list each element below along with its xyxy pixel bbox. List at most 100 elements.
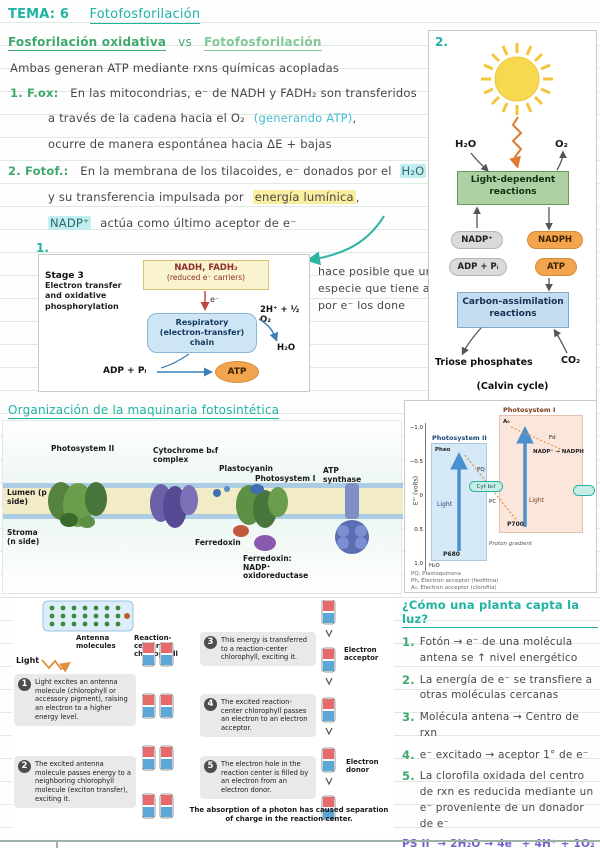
electron-label: e⁻ xyxy=(210,295,220,304)
stage-caption: Stage 3 Electron transfer and oxidative … xyxy=(45,271,139,312)
figure-light-reactions: 2. H₂O O₂ Light-dependent reactions NAD xyxy=(428,30,597,402)
electron-donor-label: Electron donor xyxy=(346,758,379,775)
stage-desc: Electron transfer and oxidative phosphor… xyxy=(45,281,122,311)
chlorophyll-array-icon xyxy=(42,600,134,632)
atp-pill: ATP xyxy=(535,258,577,276)
pc-label: PC xyxy=(489,499,497,505)
fox-text-1: En las mitocondrias, e⁻ de NADH y FADH₂ … xyxy=(70,86,417,100)
nadph-chain-label: NADP⁺ → NADPH xyxy=(533,449,584,455)
item-text: Molécula antena → Centro de rxn xyxy=(419,711,579,739)
light-label: Light xyxy=(16,656,40,665)
item-number: 2. xyxy=(402,672,415,687)
light-box-line-2: reactions xyxy=(489,186,537,197)
psi-label: Photosystem I xyxy=(255,474,316,483)
carbon-box-line-2: reactions xyxy=(489,308,537,319)
item-text: La clorofila oxidada del centro de rxn e… xyxy=(419,770,594,830)
p700-label: P700 xyxy=(507,521,524,528)
legend-item-1: PQ, Plastoquinona xyxy=(411,571,461,577)
list-item-1: 1. Fotón → e⁻ de una molécula antena se … xyxy=(402,635,598,667)
fotof-label: 2. Fotof.: xyxy=(8,164,69,178)
fotof-text-2b: energía lumínica xyxy=(252,190,356,204)
stroma-label: Stroma (n side) xyxy=(7,528,40,546)
legend-item-2: Ph, Electron acceptor (feofitina) xyxy=(411,578,499,584)
step-number-2: 2 xyxy=(18,760,31,773)
tick-2: 0 xyxy=(419,493,424,499)
note-line-fotof-1: 2. Fotof.: En la membrana de los tilacoi… xyxy=(8,164,427,178)
zscheme-psii-title: Photosystem II xyxy=(432,434,487,442)
lumen-label: Lumen (p side) xyxy=(7,488,47,506)
oxygen-label: 2H⁺ + ½ O₂ xyxy=(260,305,300,325)
calvin-label: (Calvin cycle) xyxy=(476,381,549,392)
figure-thylakoid-membrane: Photosystem II Cytochrome b₆f complex Pl… xyxy=(2,420,403,594)
side-note-line-3: por e⁻ los done xyxy=(318,299,406,312)
side-note-line-1: hace posible que una xyxy=(318,265,440,278)
chain-line-3: chain xyxy=(189,338,215,347)
adp-label: ADP + Pᵢ xyxy=(103,366,147,376)
note-line-fox-2: a través de la cadena hacia el O₂ (gener… xyxy=(48,111,356,125)
note-line-fox-1: 1. F.ox: En las mitocondrias, e⁻ de NADH… xyxy=(10,86,417,100)
note-line-fotof-2: y su transferencia impulsada por energía… xyxy=(48,190,360,204)
p680-label: P680 xyxy=(443,551,460,558)
water-splitting-equation: → 2H₂O → 4e⁻ + 4H⁺ + 1O₂ xyxy=(437,838,595,848)
fox-text-2b: (generando ATP) xyxy=(253,111,353,125)
section-light-capture: ¿Cómo una planta capta la luz? 1. Fotón … xyxy=(402,598,598,848)
zscheme-axis-label: E°′ (volts) xyxy=(412,475,420,506)
h2o-label: H₂O xyxy=(455,139,477,150)
fotof-text-2a: y su transferencia impulsada por xyxy=(48,190,244,204)
antenna-molecules-label: Antenna molecules xyxy=(76,634,116,651)
fotof-text-3b: actúa como último aceptor de e⁻ xyxy=(100,216,297,230)
zscheme-legend: PQ, Plastoquinona Ph, Electron acceptor … xyxy=(411,571,498,592)
bottom-rule xyxy=(0,840,600,842)
curved-teal-arrow xyxy=(306,215,385,266)
pq-label: PQ xyxy=(477,467,485,473)
zscheme-axis-line xyxy=(425,423,426,571)
list-item-3: 3. Molécula antena → Centro de rxn xyxy=(402,710,598,742)
nadp-pill: NADP⁺ xyxy=(451,231,503,249)
carbon-assimilation-box: Carbon-assimilation reactions xyxy=(457,292,569,328)
step-number-5: 5 xyxy=(204,760,217,773)
capture-heading: ¿Cómo una planta capta la luz? xyxy=(402,598,598,628)
note-line-fotof-3: NADP⁺ actúa como último aceptor de e⁻ xyxy=(48,216,296,230)
note-line-both: Ambas generan ATP mediante rxns químicas… xyxy=(10,61,340,75)
heading-photophosphorylation: Fotofosforilación xyxy=(203,35,322,51)
page-header: TEMA: 6 Fotofosforilación xyxy=(8,7,201,24)
ferredoxin-label: Ferredoxin xyxy=(195,538,241,547)
light-ray-arrow xyxy=(509,116,523,169)
fotof-text-3a: NADP⁺ xyxy=(48,216,92,230)
step-box-3: 3 This energy is transferred to a reacti… xyxy=(200,632,316,667)
chlorophyll-energy-icons-left xyxy=(142,642,174,819)
light-box-line-1: Light-dependent xyxy=(470,175,556,185)
topic-number: TEMA: 6 xyxy=(8,7,70,22)
psii-label: Photosystem II xyxy=(51,444,115,453)
light-reactions-box: Light-dependent reactions xyxy=(457,171,569,205)
chain-line-2: (electron-transfer) xyxy=(159,328,245,337)
cytb6f-annotation-pill: Cyt b₆f xyxy=(469,481,503,492)
heading-oxidative: Fosforilación oxidativa xyxy=(8,35,167,51)
item-text: Fotón → e⁻ de una molécula antena se ↑ n… xyxy=(419,636,578,664)
item-text: La energía de e⁻ se transfiere a otras m… xyxy=(419,673,593,702)
carbon-box-line-1: Carbon-assimilation xyxy=(462,297,564,307)
light-label-psi: Light xyxy=(529,497,544,504)
cytb6f-label: Cytochrome b₆f complex xyxy=(153,446,219,464)
list-item-5: 5. La clorofila oxidada del centro de rx… xyxy=(402,769,598,832)
tick-3: 0.5 xyxy=(414,527,423,533)
page-title: Fotofosforilación xyxy=(89,7,201,24)
atp-badge: ATP xyxy=(215,361,259,383)
bottom-rule-tick xyxy=(56,840,58,848)
membrane-graphic xyxy=(3,482,403,554)
legend-item-3: A₀, Electron acceptor (clorofila) xyxy=(411,585,497,591)
pheo-label: Pheo xyxy=(435,447,451,453)
teal-annotation-pill xyxy=(573,485,595,496)
step-number-1: 1 xyxy=(18,678,31,691)
fd-label: Fd xyxy=(549,435,556,441)
photon-zigzag-arrow xyxy=(41,659,71,673)
step-box-2: 2 The excited antenna molecule passes en… xyxy=(14,756,136,808)
carriers-line-2: (reduced e⁻ carriers) xyxy=(166,273,246,282)
light-label-psii: Light xyxy=(437,501,452,508)
step-text-3: This energy is transferred to a reaction… xyxy=(221,636,307,662)
water-splitting-line: PS II → 2H₂O → 4e⁻ + 4H⁺ + 1O₂ xyxy=(402,838,598,848)
tick-1: −0.5 xyxy=(409,459,423,465)
list-item-4: 4. e⁻ excitado → aceptor 1° de e⁻ xyxy=(402,748,598,764)
note-line-fox-3: ocurre de manera espontánea hacia ΔE + b… xyxy=(48,137,332,151)
